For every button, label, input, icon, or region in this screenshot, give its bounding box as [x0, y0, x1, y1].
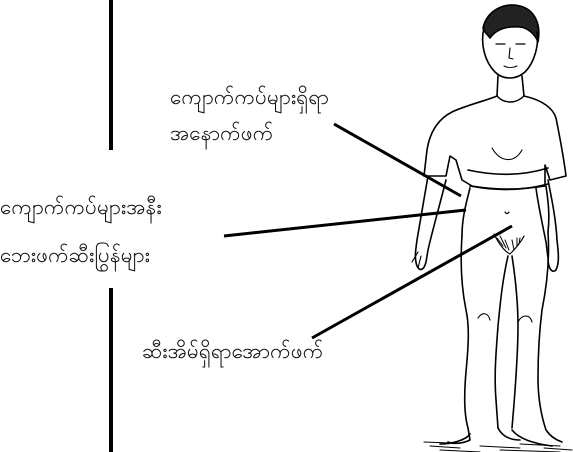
- shirt: [424, 96, 566, 189]
- label-left-line2: ဘေးဖက်ဆီးပြွန်များ: [0, 240, 150, 271]
- human-figure: [412, 5, 572, 452]
- pointer-left: [224, 210, 466, 236]
- label-lower: ဆီးအိမ်ရှိရာအောက်ဖက်: [142, 336, 323, 367]
- label-left-line1: ကျောက်ကပ်များအနီး: [0, 192, 162, 223]
- label-upper-back-line1: ကျောက်ကပ်များရှိရာ: [170, 82, 329, 113]
- pointer-lower: [312, 226, 512, 338]
- label-upper-back-line2: အနောက်ဖက်: [170, 118, 273, 149]
- left-arm: [415, 176, 446, 269]
- hair: [483, 5, 539, 42]
- pointer-upper-back: [334, 124, 461, 196]
- neck: [497, 76, 524, 96]
- left-leg: [448, 236, 470, 443]
